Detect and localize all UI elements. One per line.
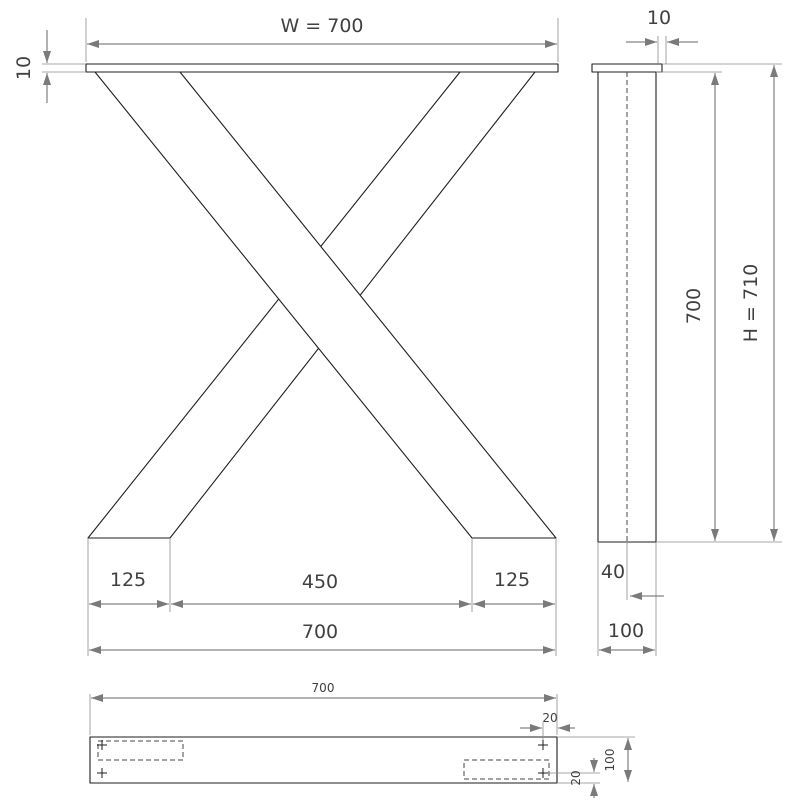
slot-right (463, 759, 550, 780)
hole-mark-1 (97, 740, 107, 750)
foot-length-label: 700 (312, 681, 335, 695)
offset-label: 40 (601, 561, 625, 583)
overall-label: 700 (302, 621, 338, 643)
foot-left-label: 125 (110, 569, 146, 591)
foot-middle-label: 450 (302, 571, 338, 593)
leg-height-label: 700 (683, 288, 705, 324)
front-view: W = 700 10 125 450 125 700 (13, 15, 559, 656)
hole-mark-3 (538, 740, 548, 750)
foot-depth-label: 100 (603, 749, 617, 772)
slot-left (97, 740, 184, 761)
top-thickness-label: 10 (13, 56, 35, 80)
side-depth-label: 100 (608, 620, 644, 642)
foot-right-label: 125 (494, 569, 530, 591)
hole-mark-4 (538, 768, 548, 778)
bottom-offset-label: 20 (569, 770, 583, 785)
foot-plate (89, 736, 558, 784)
plate-thickness-label: 10 (647, 7, 671, 29)
edge-offset-label: 20 (542, 711, 557, 725)
bottom-view: 700 20 20 100 (89, 681, 635, 798)
side-view: 10 700 H = 710 40 100 (591, 7, 782, 656)
top-plate (85, 63, 559, 73)
total-height-label: H = 710 (740, 264, 762, 343)
side-top-plate (591, 63, 663, 73)
hole-mark-2 (97, 768, 107, 778)
width-label: W = 700 (280, 15, 363, 37)
